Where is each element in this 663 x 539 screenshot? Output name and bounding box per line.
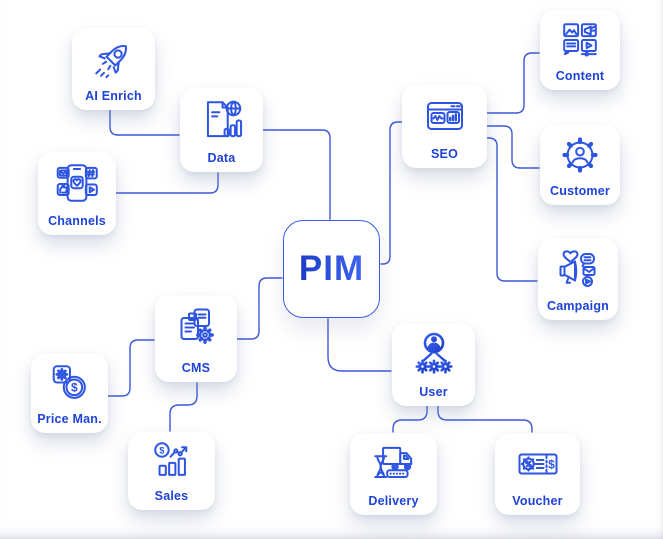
- node-label: Channels: [48, 213, 106, 228]
- node-label: AI Enrich: [85, 88, 142, 103]
- svg-text:$: $: [159, 445, 164, 455]
- node-content: Content: [540, 10, 620, 90]
- ticket-discount-icon: $: [495, 433, 580, 495]
- node-data: Data: [180, 88, 263, 172]
- node-label: CMS: [181, 360, 211, 375]
- connector-user-voucher: [437, 405, 533, 433]
- connector-cms-sales: [169, 382, 198, 432]
- coin-trend-bars-icon: $: [128, 432, 215, 490]
- document-chart-globe-icon: [180, 88, 263, 152]
- node-label: Customer: [550, 183, 610, 198]
- node-label: Data: [207, 150, 236, 165]
- node-label: Content: [555, 68, 605, 83]
- node-label: Delivery: [368, 493, 419, 508]
- person-gear-icon: [540, 125, 620, 185]
- node-label: Campaign: [546, 298, 610, 313]
- connector-pim-user: [327, 318, 392, 372]
- node-label: SEO: [431, 146, 458, 161]
- node-campaign: Campaign: [538, 238, 618, 320]
- connector-cms-pim: [236, 277, 283, 340]
- megaphone-marketing-icon: [538, 238, 618, 300]
- connector-user-delivery: [392, 405, 428, 433]
- documents-gear-icon: [155, 295, 237, 362]
- gear-coin-icon: $: [31, 353, 108, 413]
- svg-text:$: $: [70, 380, 77, 394]
- node-channels: Channels: [38, 152, 116, 235]
- connector-aienrich-data: [109, 109, 180, 136]
- pim-label: PIM: [298, 249, 365, 288]
- rocket-icon: [72, 28, 155, 90]
- svg-text:$: $: [548, 457, 555, 471]
- connector-seo-pim: [380, 121, 403, 265]
- node-user: User: [392, 323, 475, 406]
- browser-analytics-icon: [402, 85, 487, 148]
- truck-hourglass-icon: [350, 433, 437, 495]
- pim-center-node: PIM: [283, 220, 380, 318]
- node-sales: $ Sales: [128, 432, 215, 510]
- node-label: Sales: [154, 488, 189, 503]
- node-cms: CMS: [155, 295, 237, 382]
- node-label: Price Man.: [37, 411, 102, 426]
- connector-data-pim: [262, 129, 331, 220]
- connector-seo-content: [486, 52, 540, 114]
- node-price-man: $ Price Man.: [31, 353, 108, 433]
- media-grid-icon: [540, 10, 620, 70]
- node-delivery: Delivery: [350, 433, 437, 515]
- node-label: Voucher: [512, 493, 563, 508]
- connector-seo-campaign: [486, 137, 538, 282]
- node-ai-enrich: AI Enrich: [72, 28, 155, 110]
- node-customer: Customer: [540, 125, 620, 205]
- connector-seo-customer: [486, 125, 540, 169]
- node-label: User: [419, 384, 448, 399]
- node-voucher: $ Voucher: [495, 433, 580, 515]
- connector-priceman-cms: [107, 339, 155, 397]
- user-gears-icon: [392, 323, 475, 386]
- connector-channels-data: [115, 172, 219, 194]
- node-seo: SEO: [402, 85, 487, 168]
- phone-social-channels-icon: [38, 152, 116, 215]
